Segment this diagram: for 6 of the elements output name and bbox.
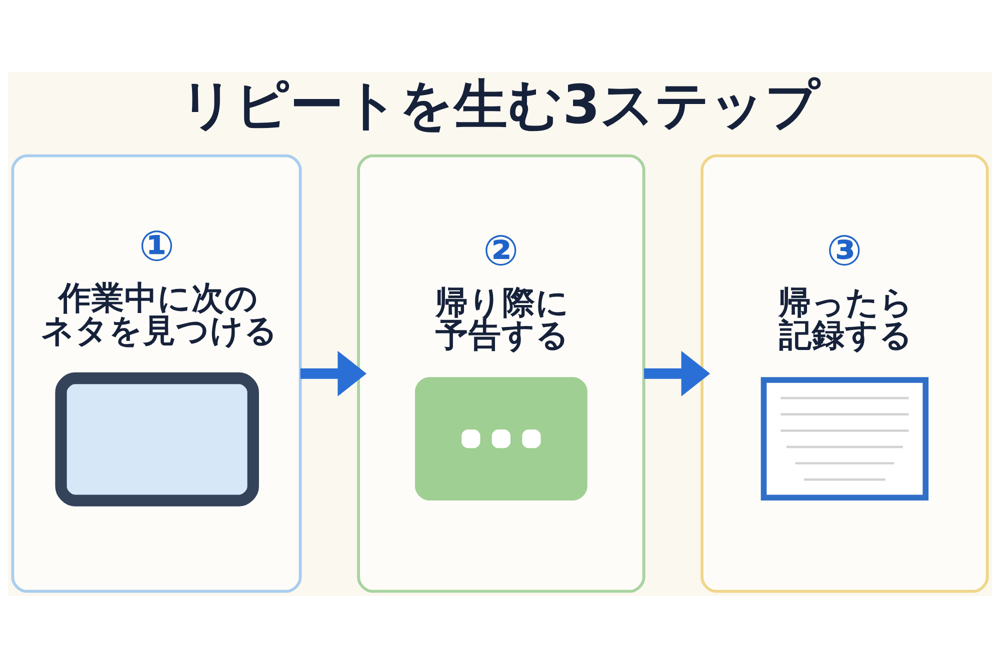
node-box: ③ 帰ったら記録する — [700, 154, 989, 592]
node-box: ① 作業中に次のネタを見つける — [11, 154, 302, 592]
arrow — [300, 350, 367, 396]
node-box: ② 帰り際に予告する — [357, 154, 646, 592]
diagram-title: リピートを生む3ステップ — [180, 72, 820, 136]
arrow — [644, 350, 710, 396]
